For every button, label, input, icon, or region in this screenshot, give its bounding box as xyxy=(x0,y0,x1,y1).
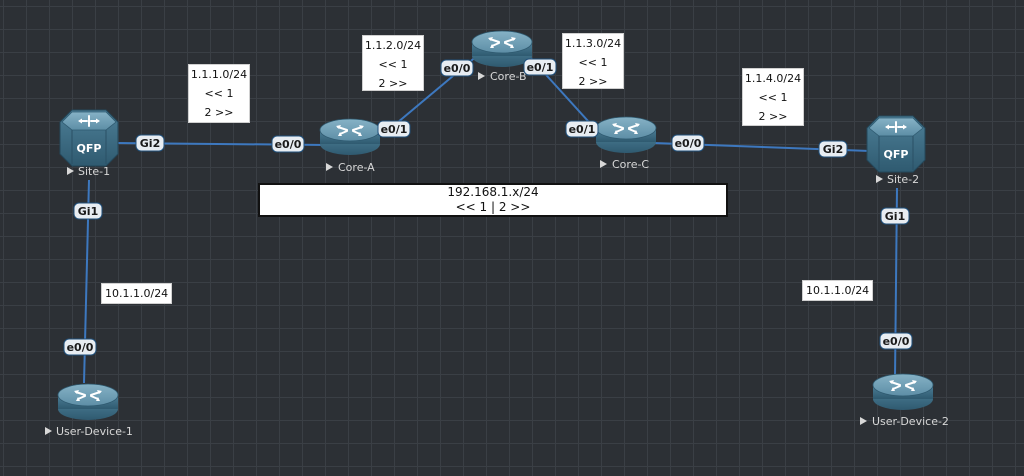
node-core-b[interactable] xyxy=(471,30,533,67)
port-core-a-e0-0[interactable]: e0/0 xyxy=(271,135,305,153)
annotation-1-1-2-0[interactable]: 1.1.2.0/24 << 1 2 >> xyxy=(362,35,424,91)
qfp-badge: QFP xyxy=(884,148,909,161)
annotation-right-arrow: 2 >> xyxy=(378,77,408,90)
port-label: e0/1 xyxy=(381,123,408,136)
node-user-device-1[interactable] xyxy=(57,383,119,420)
router-icon xyxy=(319,118,381,155)
port-label: e0/0 xyxy=(675,137,702,150)
port-label: e0/0 xyxy=(275,138,302,151)
play-triangle-icon xyxy=(860,417,867,425)
annotation-1-1-3-0[interactable]: 1.1.3.0/24 << 1 2 >> xyxy=(562,33,624,89)
router-icon xyxy=(595,116,657,153)
port-label: e0/1 xyxy=(527,61,554,74)
core-c-label: Core-C xyxy=(612,158,649,171)
port-label: Gi1 xyxy=(885,210,905,223)
qfp-router-icon xyxy=(59,109,119,167)
annotation-subnet: 10.1.1.0/24 xyxy=(806,284,870,297)
annotation-right-arrow: 2 >> xyxy=(758,110,788,123)
user-device-1-label: User-Device-1 xyxy=(56,425,133,438)
node-label-core-b: Core-B xyxy=(478,70,527,83)
port-user1-e0-0[interactable]: e0/0 xyxy=(63,338,97,356)
node-label-core-c: Core-C xyxy=(600,158,649,171)
port-user2-e0-0[interactable]: e0/0 xyxy=(879,332,913,350)
node-label-site2: Site-2 xyxy=(876,173,919,186)
node-label-user-device-1: User-Device-1 xyxy=(45,425,133,438)
port-core-b-e0-1[interactable]: e0/1 xyxy=(523,58,557,76)
port-site1-gi2[interactable]: Gi2 xyxy=(135,134,165,152)
node-core-a[interactable] xyxy=(319,118,381,155)
annotation-right-arrow: 2 >> xyxy=(204,106,234,119)
port-label: e0/0 xyxy=(444,62,471,75)
node-site2[interactable]: QFP xyxy=(866,115,926,173)
annotation-subnet: 1.1.4.0/24 xyxy=(744,72,802,85)
play-triangle-icon xyxy=(600,160,607,168)
site1-label: Site-1 xyxy=(78,165,110,178)
play-triangle-icon xyxy=(876,175,883,183)
port-labels: Gi2 Gi1 e0/0 e0/1 e0/0 e0/1 e0/1 e0/0 xyxy=(63,58,913,356)
port-label: e0/1 xyxy=(569,123,596,136)
annotation-right-arrow: 2 >> xyxy=(578,75,608,88)
router-icon xyxy=(872,373,934,410)
annotation-subnet: 10.1.1.0/24 xyxy=(105,287,169,300)
port-core-c-e0-0[interactable]: e0/0 xyxy=(671,134,705,152)
user-device-2-label: User-Device-2 xyxy=(872,415,949,428)
node-site1[interactable]: QFP xyxy=(59,109,119,167)
play-triangle-icon xyxy=(67,167,74,175)
router-icon xyxy=(471,30,533,67)
port-core-c-e0-1[interactable]: e0/1 xyxy=(565,120,599,138)
play-triangle-icon xyxy=(45,427,52,435)
annotation-left-arrow: << 1 xyxy=(378,58,408,71)
port-core-b-e0-0[interactable]: e0/0 xyxy=(440,59,474,77)
port-site2-gi2[interactable]: Gi2 xyxy=(818,140,848,158)
port-label: e0/0 xyxy=(67,341,94,354)
port-label: Gi2 xyxy=(823,143,843,156)
play-triangle-icon xyxy=(478,72,485,80)
port-site2-gi1[interactable]: Gi1 xyxy=(880,207,910,225)
annotation-10-1-1-0-left[interactable]: 10.1.1.0/24 xyxy=(101,283,173,304)
node-label-user-device-2: User-Device-2 xyxy=(860,415,949,428)
annotation-subnet: 1.1.1.0/24 xyxy=(190,68,248,81)
node-label-core-a: Core-A xyxy=(326,161,375,174)
banner-subnet: 192.168.1.x/24 xyxy=(447,185,539,199)
annotation-left-arrow: << 1 xyxy=(758,91,788,104)
annotation-1-1-1-0[interactable]: 1.1.1.0/24 << 1 2 >> xyxy=(188,64,250,123)
port-label: e0/0 xyxy=(883,335,910,348)
annotation-192-168-1-x-banner[interactable]: 192.168.1.x/24 << 1 | 2 >> xyxy=(258,183,728,217)
port-label: Gi2 xyxy=(140,137,160,150)
annotation-subnet: 1.1.2.0/24 xyxy=(364,39,422,52)
core-b-label: Core-B xyxy=(490,70,527,83)
qfp-badge: QFP xyxy=(77,142,102,155)
port-core-a-e0-1[interactable]: e0/1 xyxy=(377,120,411,138)
qfp-router-icon xyxy=(866,115,926,173)
site2-label: Site-2 xyxy=(887,173,919,186)
port-label: Gi1 xyxy=(78,205,98,218)
play-triangle-icon xyxy=(326,163,333,171)
core-a-label: Core-A xyxy=(338,161,375,174)
annotation-left-arrow: << 1 xyxy=(578,56,608,69)
node-core-c[interactable] xyxy=(595,116,657,153)
router-icon xyxy=(57,383,119,420)
node-user-device-2[interactable] xyxy=(872,373,934,410)
node-label-site1: Site-1 xyxy=(67,165,110,178)
annotation-subnet: 1.1.3.0/24 xyxy=(564,37,622,50)
banner-sides: << 1 | 2 >> xyxy=(455,200,531,214)
port-site1-gi1[interactable]: Gi1 xyxy=(73,202,103,220)
annotation-1-1-4-0[interactable]: 1.1.4.0/24 << 1 2 >> xyxy=(742,68,804,126)
annotation-left-arrow: << 1 xyxy=(204,87,234,100)
annotation-10-1-1-0-right[interactable]: 10.1.1.0/24 xyxy=(802,280,874,301)
